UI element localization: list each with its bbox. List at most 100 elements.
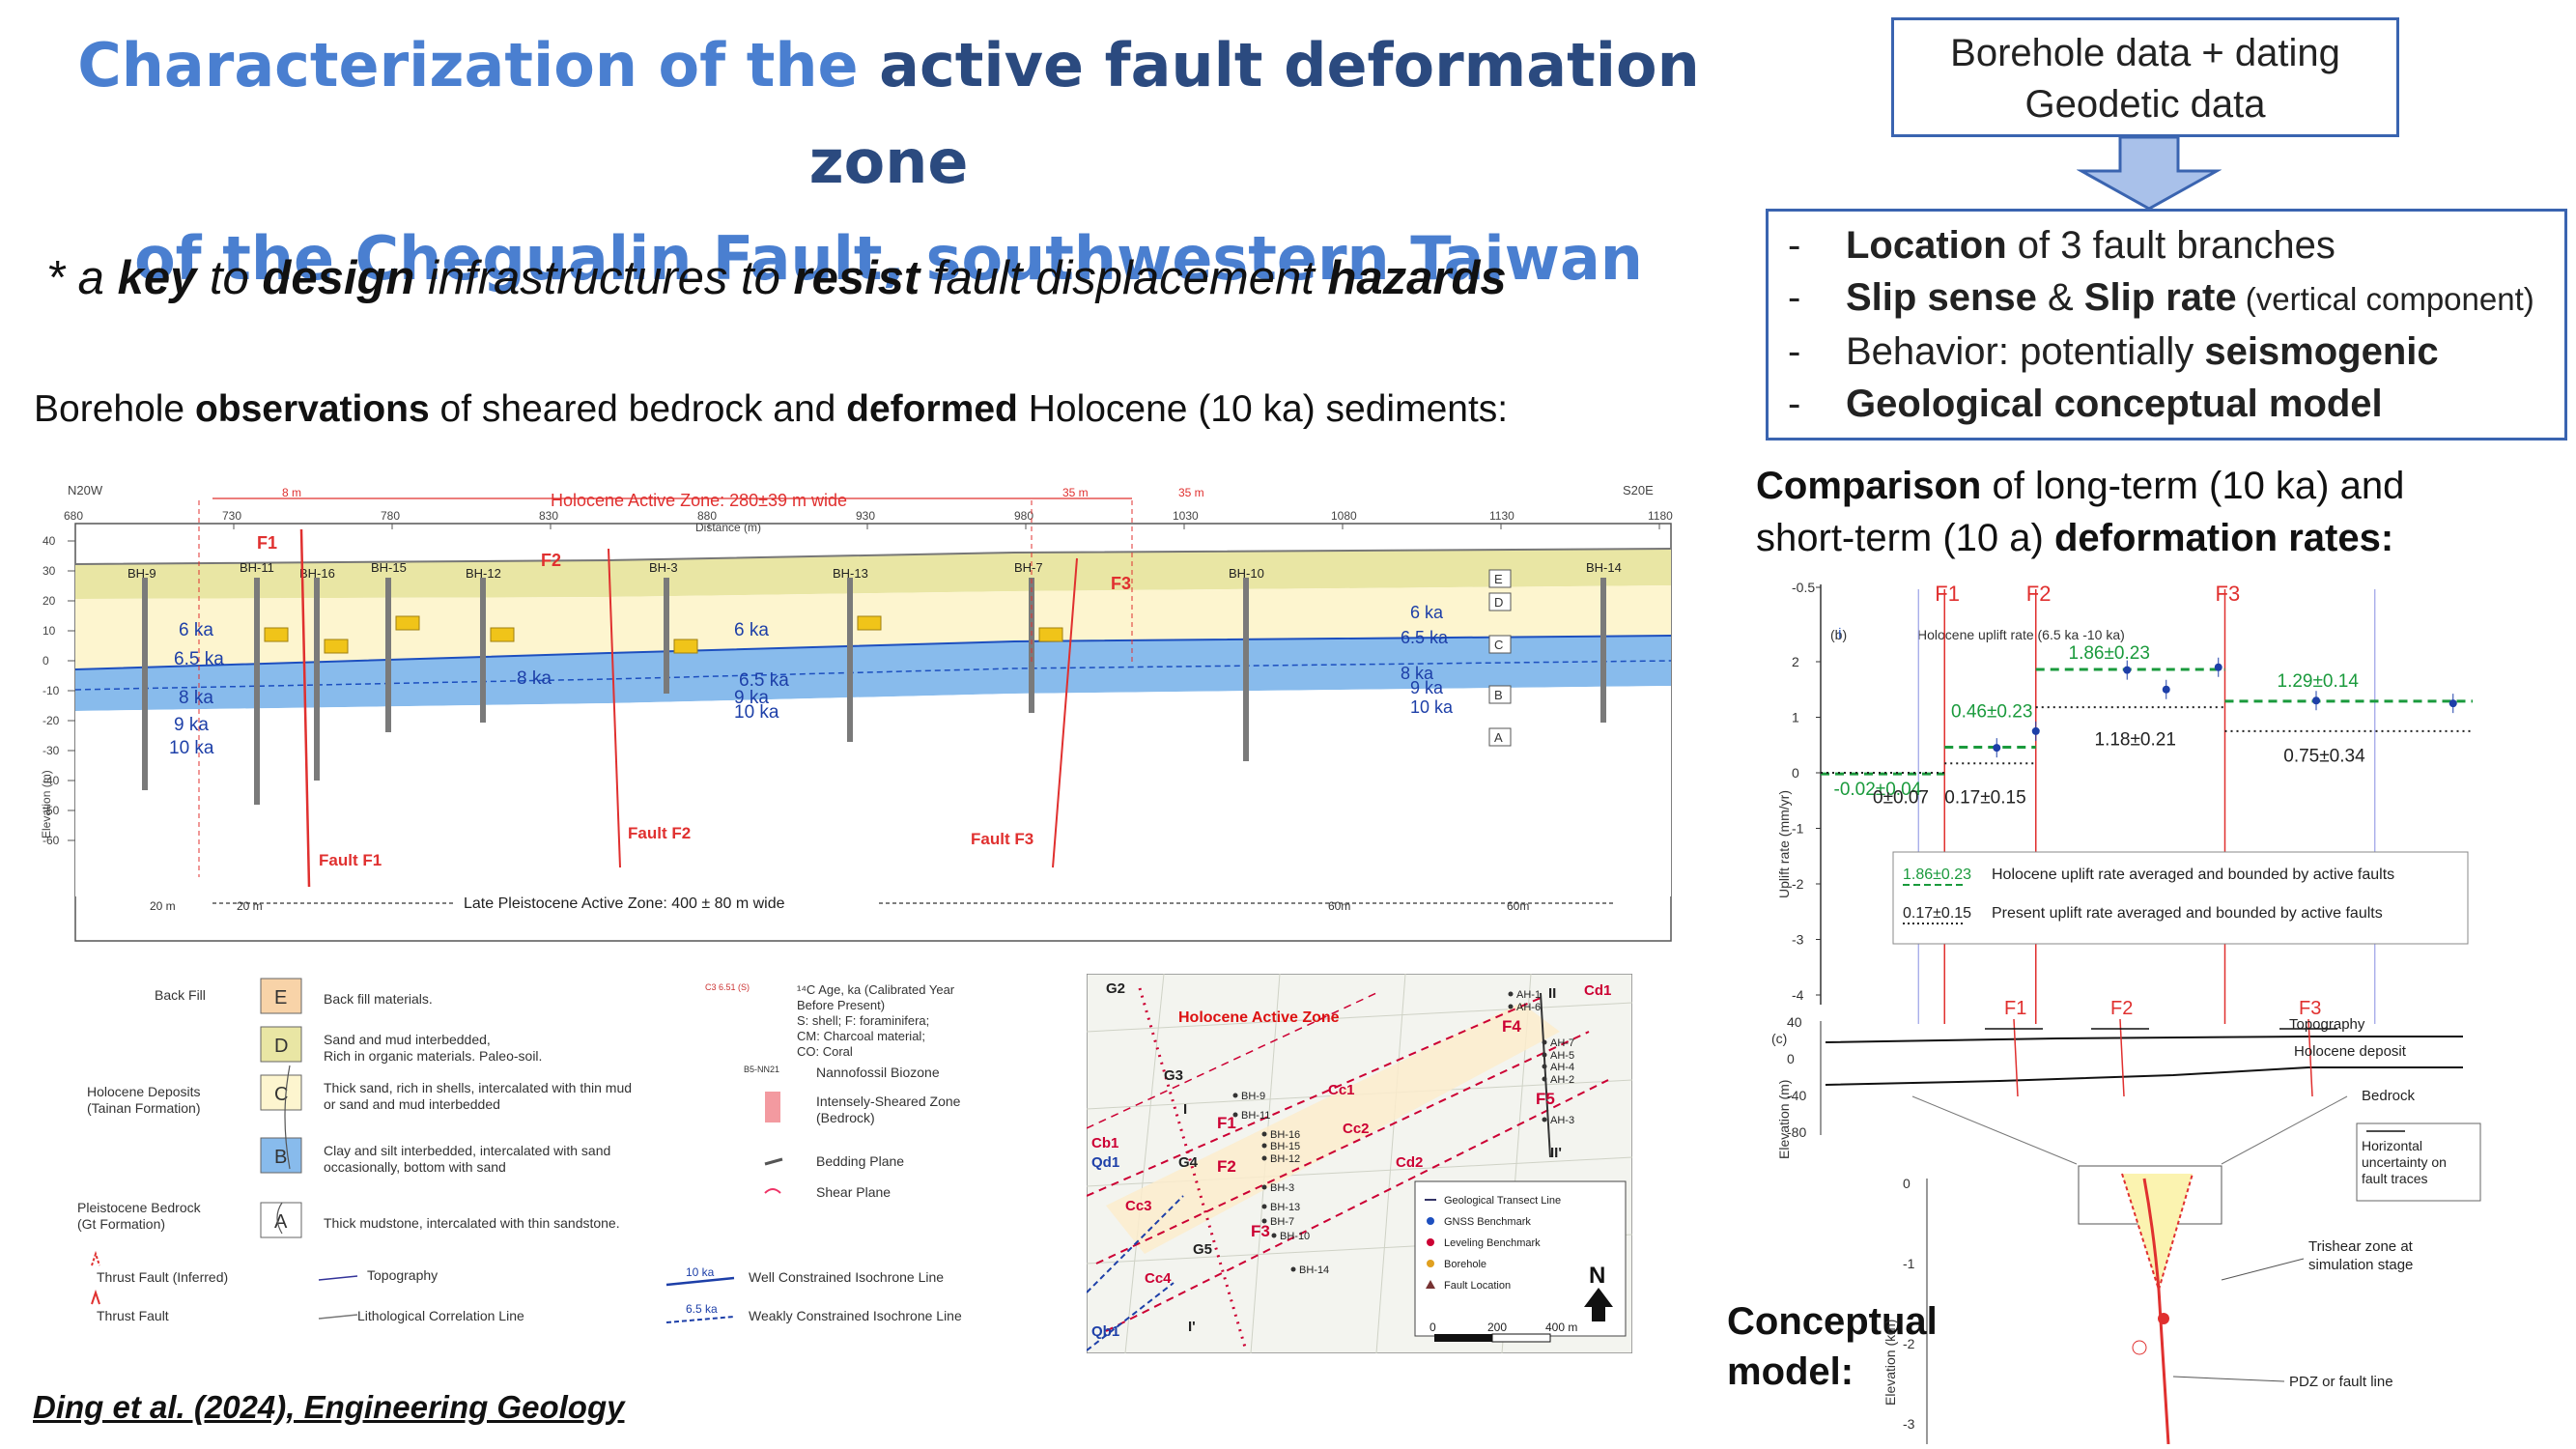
cmp-text: of long-term (10 ka) and (1981, 465, 2405, 507)
distance-tick: 730 (222, 509, 241, 523)
dimension-label: 8 m (282, 486, 301, 499)
borehole-label: BH-14 (1586, 560, 1622, 575)
map-borehole-label: AH-2 (1550, 1074, 1574, 1086)
borehole-label: BH-7 (1014, 560, 1043, 575)
down-arrow-icon (2077, 137, 2222, 211)
unit-letter: C (1494, 638, 1503, 652)
section-c-ytick: -80 (1787, 1124, 1806, 1140)
map-borehole-dot (1542, 1117, 1547, 1122)
fault-f2-line (608, 548, 621, 868)
r1-bold: Location (1846, 224, 2007, 267)
map-borehole-dot (1261, 1131, 1267, 1137)
age-label-mid: 9 ka (734, 688, 769, 708)
legend-weak-iso: Weakly Constrained Isochrone Line (749, 1308, 962, 1323)
sample-marker (395, 615, 420, 631)
map-borehole-label: AH-6 (1516, 1002, 1541, 1013)
age-label-right: 6 ka (1410, 603, 1444, 622)
shear-plane-icon (764, 1188, 781, 1194)
bedding-plane-icon (764, 1157, 783, 1166)
holocene-zone-polygon (1106, 1003, 1560, 1254)
reference-citation[interactable]: Ding et al. (2024), Engineering Geology (33, 1389, 625, 1425)
section-c-fault-label: F3 (2299, 1000, 2321, 1019)
borehole-label: BH-12 (466, 566, 501, 581)
map-borehole-label: BH-10 (1280, 1231, 1310, 1242)
elevation-tick: 10 (42, 624, 56, 638)
weak-iso-icon (665, 1316, 735, 1323)
fault-f3-line (1052, 557, 1078, 868)
map-borehole-dot (1290, 1266, 1296, 1272)
present-rate-label: 0.17±0.15 (1944, 788, 2025, 809)
y-tick-label: -0.5 (1792, 580, 1815, 595)
legend-thrust: Thrust Fault (97, 1308, 169, 1323)
map-fault-lines (1087, 992, 1609, 1351)
map-zone-label: Holocene Active Zone (1178, 1009, 1340, 1026)
sample-marker (673, 639, 698, 654)
age-label-left: 8 ka (179, 688, 213, 708)
r1-rest: of 3 fault branches (2006, 224, 2335, 267)
scale-label: 0 (1430, 1321, 1436, 1334)
uncertainty-legend-text-line: Horizontal (2362, 1138, 2422, 1153)
cmp-key: deformation rates: (2053, 517, 2394, 559)
obs-key: deformed (846, 388, 1018, 430)
legend-unit-desc-line: Sand and mud interbedded, (324, 1032, 491, 1047)
legend-c14-line: CM: Charcoal material; (797, 1029, 925, 1043)
y-tick-label: -4 (1792, 987, 1804, 1003)
distance-tick: 1030 (1173, 509, 1199, 523)
sub-text: * a (46, 252, 118, 304)
bullet-dash: - (1788, 330, 1801, 373)
data-box-line-2: Geodetic data (2024, 83, 2266, 126)
distance-tick: 1080 (1331, 509, 1357, 523)
map-borehole-dot (1232, 1093, 1238, 1098)
map-legend-text: Fault Location (1444, 1280, 1511, 1292)
r2-bold-2: Slip rate (2083, 276, 2237, 319)
trishear-label-line: simulation stage (2308, 1257, 2413, 1273)
map-label: F4 (1502, 1017, 1521, 1036)
conceptual-model-label: Conceptual model: (1727, 1296, 1938, 1397)
present-rate-label: 0.75±0.34 (2283, 747, 2365, 767)
borehole-column (385, 578, 391, 732)
borehole-column (142, 578, 148, 790)
map-geo-line (1095, 1031, 1590, 1264)
map-borehole-label: BH-14 (1299, 1264, 1329, 1276)
borehole-label: BH-10 (1229, 566, 1264, 581)
legend-sheared: Intensely-Sheared Zone(Bedrock) (816, 1094, 961, 1125)
map-label: Cc3 (1125, 1198, 1152, 1214)
legend-unit-letter: D (274, 1036, 288, 1057)
distance-axis-label: Distance (m) (695, 521, 761, 534)
map-label: Cb1 (1091, 1135, 1118, 1151)
trishear-label-line: Trishear zone at (2308, 1238, 2414, 1255)
pleistocene-zone-label: Late Pleistocene Active Zone: 400 ± 80 m… (464, 895, 785, 912)
map-borehole-dot (1508, 991, 1514, 997)
borehole-label: BH-3 (649, 560, 678, 575)
present-rate-label: 1.18±0.21 (2095, 729, 2176, 750)
dimension-label: 35 m (1062, 486, 1089, 499)
map-borehole-dot (1232, 1112, 1238, 1118)
age-label-mid: 8 ka (517, 668, 552, 689)
chart-legend-key: 1.86±0.23 (1903, 867, 1971, 883)
fault-name-label: Fault F2 (628, 824, 691, 842)
topography-icon (318, 1275, 358, 1281)
distance-tick: 830 (539, 509, 558, 523)
map-borehole-label: BH-11 (1241, 1110, 1270, 1122)
map-borehole-label: BH-9 (1241, 1091, 1265, 1102)
legend-unit-box (260, 1026, 302, 1063)
section-c-fault (2119, 1018, 2125, 1097)
y-axis-label: Uplift rate (mm/yr) (1776, 790, 1792, 898)
pdz-pointer (2172, 1376, 2285, 1382)
section-c-topography (1825, 1036, 2463, 1043)
cmp-key: Comparison (1756, 465, 1982, 507)
present-rate-label: 0±0.07 (1873, 788, 1929, 809)
chart-fault-label: F2 (2026, 582, 2052, 606)
borehole-column (847, 578, 853, 742)
uncertainty-legend-text-line: fault traces (2362, 1171, 2427, 1186)
concept-line-1: Conceptual (1727, 1300, 1938, 1343)
model-ylabel: Elevation (km) (1882, 1320, 1898, 1406)
map-legend-symbol (1427, 1217, 1434, 1225)
unit-a-layer (75, 686, 1671, 896)
